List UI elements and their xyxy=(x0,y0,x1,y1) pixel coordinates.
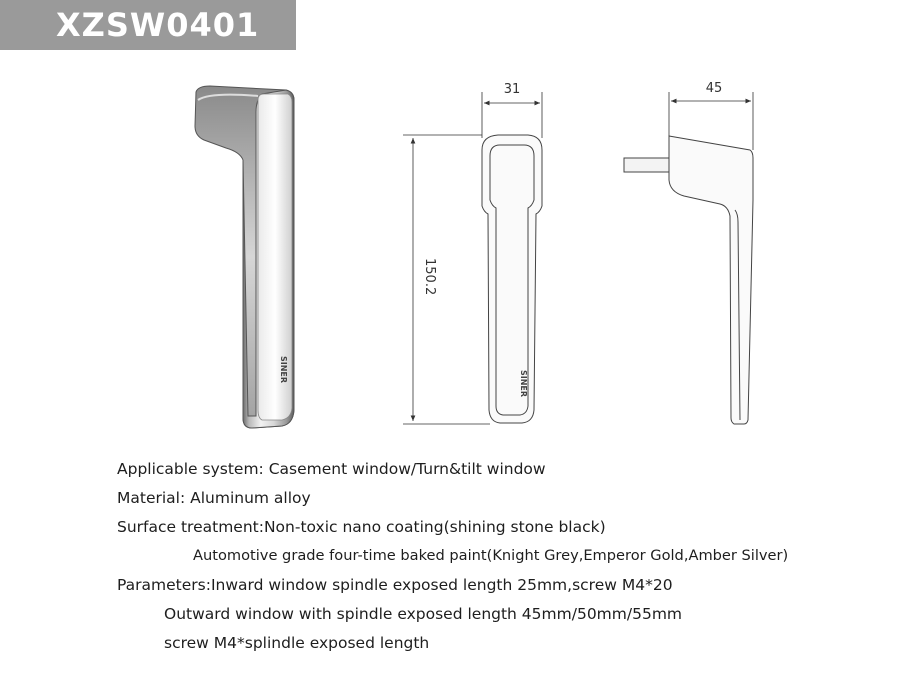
depth-dimension-label: 45 xyxy=(706,81,723,96)
model-code-banner: XZSW0401 xyxy=(0,0,296,50)
spec-surface-treatment: Surface treatment:Non-toxic nano coating… xyxy=(117,518,606,536)
spec-surface-treatment-paint: Automotive grade four-time baked paint(K… xyxy=(193,547,789,564)
width-dimension xyxy=(481,92,543,138)
side-view-drawing xyxy=(623,135,754,425)
height-dimension-label: 150.2 xyxy=(422,258,437,295)
width-dimension-label: 31 xyxy=(504,82,521,97)
spec-parameters-outward: Outward window with spindle exposed leng… xyxy=(164,605,683,623)
brand-mark-render: SINER xyxy=(279,356,288,383)
front-view-drawing: SINER xyxy=(481,134,543,424)
depth-dimension xyxy=(668,92,754,150)
spec-parameters: Parameters:Inward window spindle exposed… xyxy=(117,576,673,594)
spec-applicable-system: Applicable system: Casement window/Turn&… xyxy=(117,460,546,478)
handle-render: SINER xyxy=(194,85,295,429)
height-dimension xyxy=(403,134,490,425)
spec-material: Material: Aluminum alloy xyxy=(117,489,311,507)
brand-mark-front: SINER xyxy=(519,370,528,397)
spec-parameters-screw: screw M4*splindle exposed length xyxy=(164,634,430,652)
